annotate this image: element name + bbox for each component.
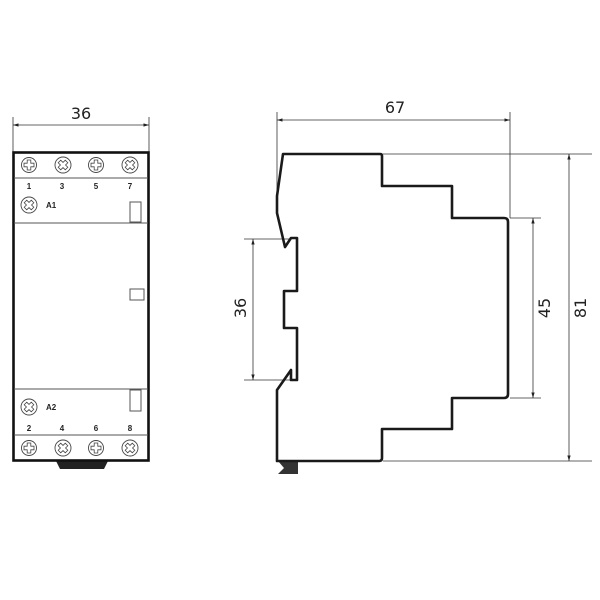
terminal-screw-icon bbox=[21, 440, 37, 456]
coil-label: A1 bbox=[46, 201, 57, 210]
indicator-window bbox=[129, 389, 142, 412]
front-view: 36 1 3 5 7 A1 A2 2 4 6 8 bbox=[12, 104, 150, 469]
terminal-screw-icon bbox=[88, 157, 104, 173]
width-dimension-label: 36 bbox=[71, 104, 91, 123]
terminal-screw-icon bbox=[121, 156, 139, 174]
terminal-label: 4 bbox=[60, 424, 65, 433]
terminal-label: 3 bbox=[60, 182, 65, 191]
depth-dimension-label: 67 bbox=[385, 98, 405, 117]
device-profile-side bbox=[275, 152, 510, 463]
rail-dimension-label: 36 bbox=[231, 298, 250, 318]
indicator-window bbox=[129, 201, 142, 223]
side-view: 67 81 45 36 bbox=[231, 98, 592, 474]
terminal-screw-icon bbox=[54, 156, 72, 174]
din-clip-foot bbox=[56, 461, 108, 469]
terminal-screw-icon bbox=[121, 439, 139, 457]
din-clip-foot bbox=[278, 461, 298, 474]
terminal-label: 7 bbox=[128, 182, 133, 191]
terminal-label: 5 bbox=[94, 182, 99, 191]
coil-label: A2 bbox=[46, 403, 57, 412]
indicator-window bbox=[129, 288, 145, 301]
terminal-label: 1 bbox=[27, 182, 32, 191]
terminal-screw-icon bbox=[88, 440, 104, 456]
terminal-label: 2 bbox=[27, 424, 32, 433]
coil-screw-icon bbox=[20, 196, 38, 214]
total-height-dimension-label: 81 bbox=[571, 298, 590, 318]
front-height-dimension-label: 45 bbox=[535, 298, 554, 318]
terminal-label: 8 bbox=[128, 424, 133, 433]
terminal-label: 6 bbox=[94, 424, 99, 433]
terminal-screw-icon bbox=[21, 157, 37, 173]
terminal-screw-icon bbox=[54, 439, 72, 457]
coil-screw-icon bbox=[20, 398, 38, 416]
